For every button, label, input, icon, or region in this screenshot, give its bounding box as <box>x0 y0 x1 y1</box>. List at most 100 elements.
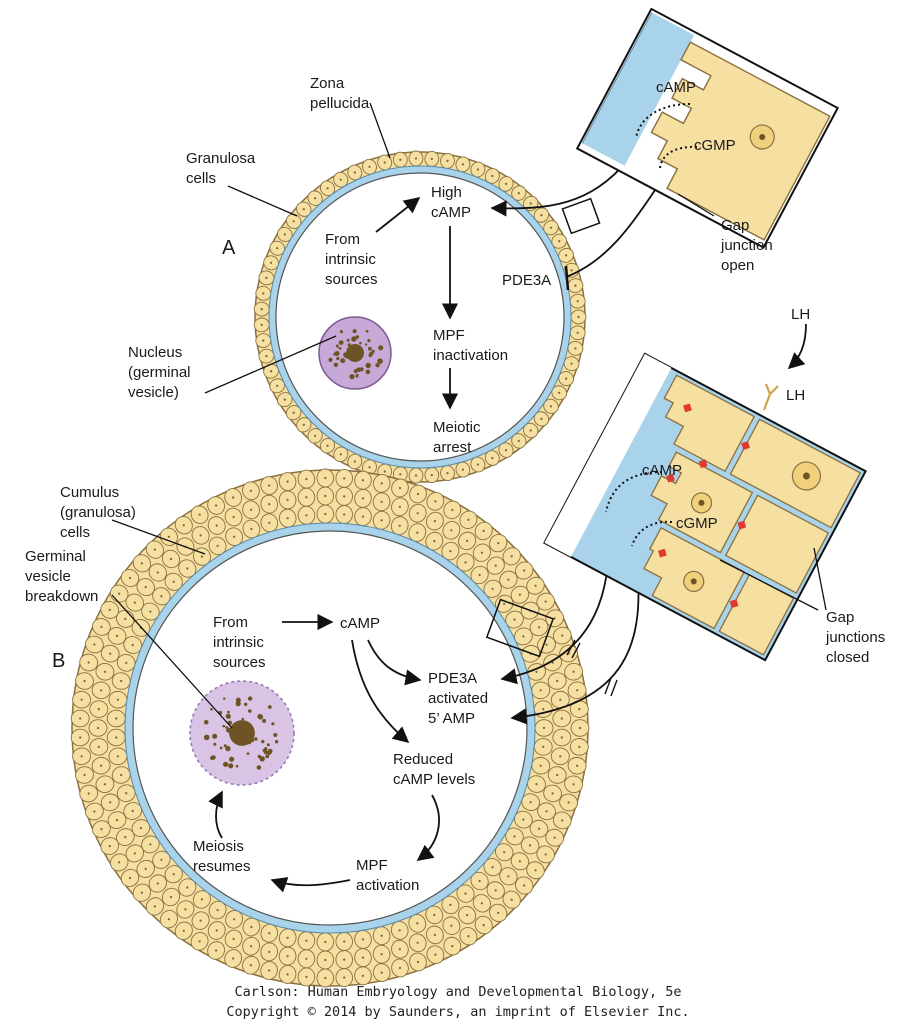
inset-b-cgmp: cGMP <box>676 515 718 532</box>
cell-nucleus-dot <box>433 540 436 543</box>
cell-nucleus-dot <box>476 168 479 171</box>
chromatin-granule <box>351 336 357 342</box>
cell-nucleus-dot <box>156 571 159 574</box>
cell-nucleus-dot <box>567 801 570 804</box>
arrow-mpf-to-meiosis <box>270 877 351 893</box>
chromatin-granule <box>223 697 226 700</box>
chromatin-granule <box>210 708 213 711</box>
chromatin-granule <box>239 726 242 730</box>
cell-nucleus-dot <box>503 851 506 854</box>
lh-outside-label: LH <box>791 306 810 323</box>
chromatin-granule <box>223 744 227 748</box>
chromatin-granule <box>274 740 279 744</box>
panel-a-letter: A <box>222 237 236 259</box>
cell-nucleus-dot <box>120 773 123 777</box>
chromatin-granule <box>352 329 357 334</box>
chromatin-granule <box>359 341 362 345</box>
chromatin-granule <box>349 374 355 380</box>
cell-nucleus-dot <box>540 417 543 420</box>
cell-nucleus-dot <box>160 858 163 861</box>
cell-nucleus-dot <box>446 472 449 475</box>
cell-nucleus-dot <box>103 670 106 673</box>
chromatin-granule <box>227 710 230 714</box>
germinal-vesicle-breakdown <box>189 680 295 786</box>
from-intrinsic-a-label: From intrinsic sources <box>325 231 380 288</box>
cell-nucleus-dot <box>268 521 271 524</box>
cell-nucleus-dot <box>561 634 564 637</box>
cell-nucleus-dot <box>507 875 510 878</box>
cell-nucleus-dot <box>120 679 123 683</box>
cell-nucleus-dot <box>233 535 236 538</box>
cell-nucleus-dot <box>115 717 118 720</box>
cell-nucleus-dot <box>549 405 553 408</box>
chromatin-granule <box>263 750 268 755</box>
cell-nucleus-dot <box>398 486 402 490</box>
cell-nucleus-dot <box>551 792 554 795</box>
chromatin-granule <box>356 367 362 373</box>
arrow-reduced-to-mpf <box>416 794 440 861</box>
cell-nucleus-dot <box>326 444 329 447</box>
cell-nucleus-dot <box>383 470 386 473</box>
cell-nucleus-dot <box>578 708 581 711</box>
chromatin-granule <box>229 756 235 762</box>
cgmp-diffusion-a <box>659 145 698 169</box>
cell-nucleus-dot <box>80 755 83 758</box>
cell-nucleus-dot <box>286 973 289 976</box>
cell-nucleus-dot <box>510 898 513 901</box>
cell-nucleus-dot <box>324 976 327 980</box>
meiotic-arrest-label: Meiotic arrest <box>433 419 485 456</box>
inset-b-camp: cAMP <box>642 462 682 479</box>
cell-nucleus-dot <box>368 466 371 469</box>
cell-nucleus-dot <box>286 936 289 939</box>
oocyte-b <box>132 530 528 926</box>
cell-nucleus-dot <box>361 974 365 977</box>
cell-nucleus-dot <box>380 953 383 956</box>
cell-nucleus-dot <box>108 608 111 612</box>
chromatin-granule <box>262 718 267 723</box>
inset-a-cgmp: cGMP <box>694 137 736 154</box>
zona-pellucida-label: Zona pellucida <box>310 75 370 112</box>
cell-nucleus-dot <box>537 626 541 629</box>
cell-nucleus-dot <box>283 233 286 236</box>
chromatin-granule <box>347 343 351 347</box>
cell-nucleus-dot <box>504 449 508 452</box>
cell-nucleus-dot <box>513 618 516 621</box>
cell-nucleus-dot <box>518 593 522 596</box>
cell-nucleus-dot <box>558 391 561 394</box>
chromatin-granule <box>222 724 225 728</box>
cell-nucleus-dot <box>560 736 563 739</box>
cell-nucleus-dot <box>416 531 419 534</box>
cell-nucleus-dot <box>268 969 271 972</box>
cell-nucleus-dot <box>361 479 365 482</box>
cell-nucleus-dot <box>97 745 100 749</box>
cell-nucleus-dot <box>160 595 163 598</box>
cell-nucleus-dot <box>380 519 383 522</box>
chromatin-granule <box>343 352 349 358</box>
cell-nucleus-dot <box>570 362 573 365</box>
cell-nucleus-dot <box>167 918 170 921</box>
cell-nucleus-dot <box>529 801 532 804</box>
cell-nucleus-dot <box>79 736 82 739</box>
cell-nucleus-dot <box>268 484 271 487</box>
cell-nucleus-dot <box>97 708 100 711</box>
chromatin-granule <box>246 752 250 755</box>
inset-locator-a <box>561 197 601 235</box>
inset-a-camp: cAMP <box>656 79 696 96</box>
panel-a: A Zona pellucida Granulosa cells From in… <box>128 7 840 484</box>
cell-nucleus-dot <box>534 869 537 872</box>
cell-nucleus-dot <box>215 929 218 932</box>
chromatin-granule <box>212 733 218 739</box>
cell-nucleus-dot <box>314 197 317 200</box>
cell-nucleus-dot <box>302 423 305 426</box>
cell-nucleus-dot <box>276 384 279 387</box>
cell-nucleus-dot <box>574 347 577 350</box>
cell-nucleus-dot <box>361 497 365 500</box>
chromatin-granule <box>339 330 344 334</box>
cell-nucleus-dot <box>398 505 401 508</box>
cell-nucleus-dot <box>305 496 308 499</box>
cell-nucleus-dot <box>510 555 513 558</box>
cell-nucleus-dot <box>540 214 543 217</box>
cell-nucleus-dot <box>399 158 402 161</box>
cell-nucleus-dot <box>572 783 575 786</box>
